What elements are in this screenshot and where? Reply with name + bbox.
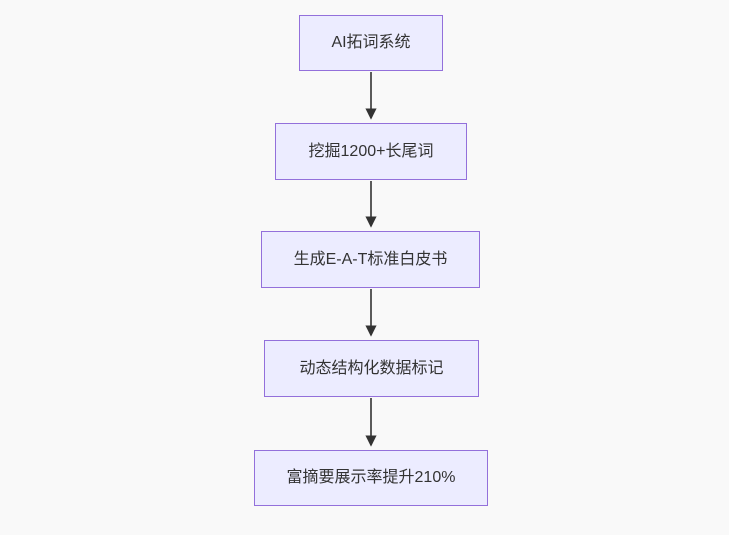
node-label: 挖掘1200+长尾词: [308, 142, 434, 160]
node-label: AI拓词系统: [331, 34, 411, 51]
node-label: 动态结构化数据标记: [299, 359, 444, 377]
node-eat-whitepaper: 生成E-A-T标准白皮书: [261, 231, 480, 288]
node-ai-keyword-system: AI拓词系统: [299, 15, 443, 71]
node-longtail-mining: 挖掘1200+长尾词: [275, 123, 467, 180]
node-label: 生成E-A-T标准白皮书: [293, 250, 448, 268]
node-structured-data-markup: 动态结构化数据标记: [264, 340, 479, 397]
node-rich-snippet-uplift: 富摘要展示率提升210%: [254, 450, 488, 506]
node-label: 富摘要展示率提升210%: [286, 469, 456, 486]
